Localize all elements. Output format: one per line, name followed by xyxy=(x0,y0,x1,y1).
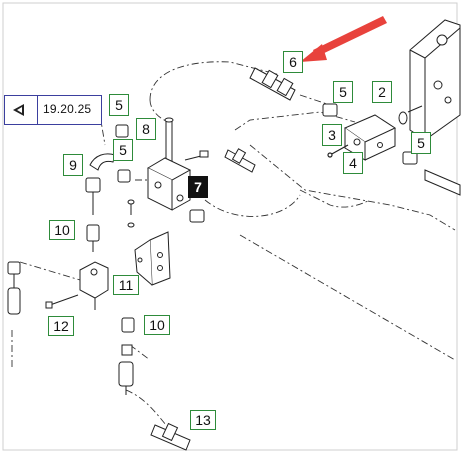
hose-fitting-part-6 xyxy=(249,67,296,101)
bolt-part-4 xyxy=(327,144,349,158)
bolt-short xyxy=(184,150,209,161)
callout-c10a[interactable]: 10 xyxy=(49,220,75,240)
fitting-part-10-upper xyxy=(86,224,100,252)
fitting-part-10-lower xyxy=(118,317,135,395)
callout-c5d[interactable]: 5 xyxy=(113,139,133,161)
valve-block-part-7 xyxy=(146,157,192,211)
hose-end-part-13 xyxy=(150,422,191,451)
fittings-part-5 xyxy=(115,103,418,223)
callout-c5a[interactable]: 5 xyxy=(333,81,353,103)
callout-c5c[interactable]: 5 xyxy=(109,94,129,116)
dashed-routing-lines xyxy=(11,61,456,436)
callout-c13[interactable]: 13 xyxy=(190,410,216,430)
callout-c5b[interactable]: 5 xyxy=(411,132,431,154)
clamp-block-part-11 xyxy=(79,261,109,310)
frame-border xyxy=(2,2,458,451)
red-pointer-arrow xyxy=(300,16,387,62)
mounting-bracket xyxy=(134,231,171,286)
hose-right xyxy=(424,169,461,196)
callout-c11[interactable]: 11 xyxy=(113,275,139,295)
page-reference-tag[interactable]: 19.20.25 xyxy=(4,95,102,125)
callout-c12[interactable]: 12 xyxy=(48,316,74,336)
callout-c10b[interactable]: 10 xyxy=(144,315,170,335)
callout-c6[interactable]: 6 xyxy=(283,51,303,73)
page-reference-value: 19.20.25 xyxy=(43,102,92,116)
callout-c4[interactable]: 4 xyxy=(343,152,363,174)
callout-c2[interactable]: 2 xyxy=(372,81,392,103)
manifold-block xyxy=(409,19,461,141)
hose-middle xyxy=(224,148,256,173)
callout-c7[interactable]: 7 xyxy=(188,176,208,198)
bolt-small xyxy=(127,199,135,228)
callout-c9[interactable]: 9 xyxy=(63,154,83,176)
callout-c3[interactable]: 3 xyxy=(322,124,342,146)
callout-c8[interactable]: 8 xyxy=(136,118,156,140)
elbow-part-9 xyxy=(85,153,116,215)
screw-part-12 xyxy=(45,294,79,309)
left-hose-assembly xyxy=(7,261,21,315)
bolt-part-8 xyxy=(164,117,174,166)
